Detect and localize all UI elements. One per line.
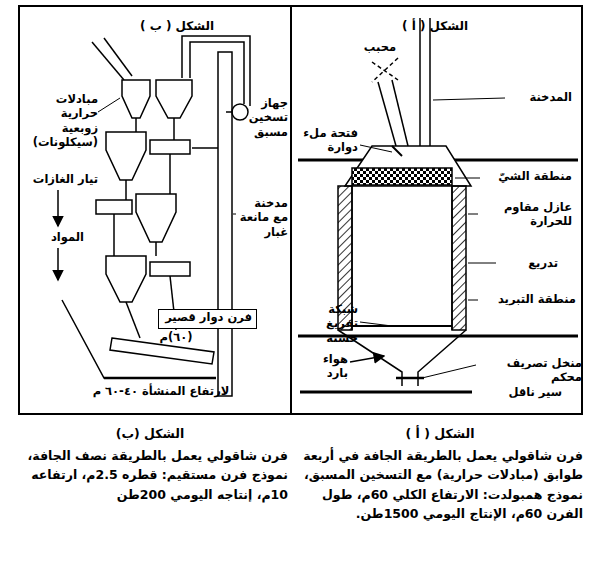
- drawing-line: [392, 146, 402, 156]
- drawing-line: [468, 300, 478, 301]
- drawing-line: [372, 62, 398, 80]
- drawing-polygon: [122, 80, 150, 118]
- drawing-line: [300, 391, 472, 394]
- drawing-rect: [352, 168, 452, 185]
- part-label: محبب: [358, 40, 402, 54]
- part-label: منطقة الشيّ: [482, 169, 572, 183]
- drawing-rect: [218, 52, 232, 396]
- drawing-line: [98, 98, 120, 112]
- caption-text: فرن شاقولي يعمل بالطريقة الجافة في أربعة…: [300, 446, 583, 524]
- drawing-line: [392, 80, 408, 146]
- drawing-line: [92, 42, 124, 80]
- part-label: عازل مقاوم للحرارة: [480, 200, 572, 229]
- drawing-line: [468, 214, 478, 215]
- figure-title: الشكل ( أ ): [390, 424, 490, 443]
- drawing-line: [455, 178, 480, 179]
- part-label: تيار الغازات: [22, 172, 98, 186]
- drawing-polygon: [345, 146, 471, 186]
- preheater-kiln: [58, 36, 250, 396]
- drawing-rect: [150, 262, 190, 276]
- figure-panel: الشكل ( ب ) فرن دوار قصير: [18, 5, 292, 415]
- drawing-polygon: [106, 256, 146, 302]
- drawing-line: [104, 377, 216, 380]
- box-label: فرن دوار قصير: [163, 311, 252, 325]
- drawing-line: [192, 147, 218, 149]
- drawing-rect: [96, 200, 132, 214]
- drawing-line: [433, 98, 505, 100]
- part-label: سير ناقل: [482, 385, 562, 399]
- drawing-polygon: [106, 132, 146, 180]
- drawing-line: [396, 377, 424, 380]
- drawing-polyline: [190, 42, 244, 104]
- drawing-line: [57, 248, 59, 280]
- part-label: شبكة تفريغ خشنة: [296, 302, 358, 345]
- part-label: منطقة التبريد: [480, 292, 576, 306]
- part-label: فتحة ملء دوارة: [296, 126, 358, 155]
- drawing-line: [126, 302, 140, 338]
- part-label: المواد: [34, 230, 84, 244]
- part-label: هواء بارد: [300, 352, 348, 381]
- drawing-line: [169, 154, 171, 194]
- part-label: (٦٠)م: [148, 330, 204, 344]
- part-label: مدخنة مع مانعة غبار: [238, 196, 288, 239]
- drawing-rect: [452, 186, 466, 330]
- part-label: لارتفاع المنشأة ٤٠-٦٠ م: [86, 384, 236, 398]
- drawing-line: [360, 322, 392, 326]
- drawing-line: [350, 356, 384, 362]
- drawing-line: [155, 242, 157, 256]
- drawing-line: [372, 58, 398, 82]
- figure-title: الشكل (ب): [100, 424, 200, 443]
- drawing-line: [378, 82, 396, 146]
- drawing-line: [135, 118, 137, 132]
- drawing-line: [360, 145, 392, 152]
- process-box: فرن دوار قصير: [158, 309, 257, 329]
- drawing-line: [226, 111, 232, 113]
- drawing-rect: [150, 140, 190, 154]
- drawing-line: [468, 263, 496, 264]
- drawing-polygon: [136, 194, 176, 242]
- drawing-line: [113, 214, 115, 256]
- drawing-line: [173, 118, 175, 140]
- part-label: مبادلات حرارية زوبعية (سيكلونات): [22, 92, 98, 150]
- drawing-line: [451, 186, 453, 330]
- figure-heading: الشكل ( ب ): [140, 19, 214, 33]
- drawing-line: [419, 18, 421, 146]
- part-label: جهاز تسخين مسبق: [252, 96, 288, 139]
- part-label: تدريع: [498, 256, 558, 270]
- drawing-line: [57, 190, 59, 226]
- drawing-circle: [232, 104, 248, 120]
- part-label: المدخنة: [506, 90, 572, 104]
- drawing-line: [429, 18, 431, 146]
- caption-text: فرن شاقولي يعمل بالطريقة نصف الجافة، نمو…: [20, 446, 288, 504]
- drawing-line: [352, 325, 452, 327]
- part-label: منخل تصريف محكم: [478, 356, 582, 385]
- figure-heading: الشكل ( أ ): [402, 19, 468, 33]
- drawing-line: [104, 38, 132, 76]
- drawing-polygon: [156, 80, 192, 118]
- drawing-line: [233, 214, 236, 215]
- drawing-line: [125, 180, 127, 200]
- drawing-line: [422, 365, 476, 378]
